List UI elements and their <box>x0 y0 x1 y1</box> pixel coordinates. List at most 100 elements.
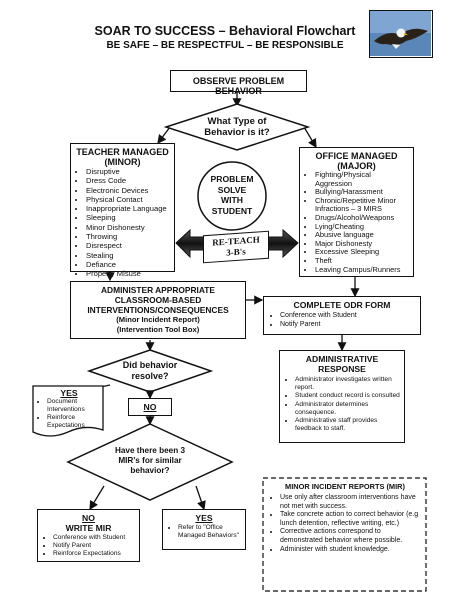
teacher-managed-box: TEACHER MANAGED (MINOR) Disruptive Dress… <box>70 143 175 278</box>
observe-label: OBSERVE PROBLEM BEHAVIOR <box>192 76 285 96</box>
resolve-line2: resolve? <box>131 371 169 381</box>
admin-title1: ADMINISTRATIVE <box>305 354 379 364</box>
list-item: Major Dishonesty <box>315 239 409 249</box>
mir-decision-text: Have there been 3 MIR's for similar beha… <box>90 446 210 476</box>
list-item: Minor Dishonesty <box>86 223 170 232</box>
list-item: Notify Parent <box>53 542 135 550</box>
yes-document: YES Document Interventions Reinforce Exp… <box>36 388 102 430</box>
no-write-mir-box: NO WRITE MIR Conference with Student Not… <box>37 509 140 562</box>
problem-solve-text: PROBLEM SOLVE WITH STUDENT <box>198 174 266 216</box>
list-item: Document Interventions <box>47 398 102 414</box>
list-item: Bullying/Harassment <box>315 188 409 197</box>
list-item: Disruptive <box>86 167 170 176</box>
type-decision-line1: What Type of <box>207 116 267 127</box>
list-item: Notify Parent <box>280 320 415 329</box>
list-item: Defiance <box>86 260 170 269</box>
list-item: Fighting/Physical Aggression <box>315 170 409 188</box>
teacher-title: TEACHER MANAGED <box>76 147 169 157</box>
list-item: Corrective actions correspond to demonst… <box>280 528 421 545</box>
office-managed-box: OFFICE MANAGED (MAJOR) Fighting/Physical… <box>299 147 414 277</box>
teacher-list: Disruptive Dress Code Electronic Devices… <box>75 167 170 279</box>
list-item: Electronic Devices <box>86 186 170 195</box>
circle-line4: STUDENT <box>211 205 253 216</box>
mir-info-list: Use only after classroom interventions h… <box>269 494 421 554</box>
arrow-mir-to-yes <box>195 485 206 511</box>
circle-line3: WITH <box>221 195 243 205</box>
list-item: Administrator determines consequence. <box>295 401 400 417</box>
list-item: Disrespect <box>86 241 170 250</box>
list-item: Administrative staff provides feedback t… <box>295 417 400 433</box>
list-item: Physical Contact <box>86 195 170 204</box>
list-item: Chronic/Repetitive Minor Infractions – 3… <box>315 196 409 214</box>
mir-line3: behavior? <box>130 466 170 475</box>
eagle-photo-icon <box>370 11 431 56</box>
page-title: SOAR TO SUCCESS – Behavioral Flowchart <box>94 24 356 38</box>
type-decision-text: What Type of Behavior is it? <box>186 116 288 138</box>
list-item: Throwing <box>86 232 170 241</box>
administer-line5: (Intervention Tool Box) <box>116 324 200 334</box>
list-item: Theft <box>315 256 409 266</box>
administer-text: ADMINISTER APPROPRIATE CLASSROOM-BASED I… <box>73 285 243 334</box>
arrow-type-to-teacher <box>157 126 171 145</box>
list-item: Sleeping <box>86 213 170 222</box>
list-item: Refer to "Office Managed Behaviors" <box>178 524 241 540</box>
odr-list: Conference with Student Notify Parent <box>269 311 415 329</box>
administer-line4: (Minor Incident Report) <box>116 315 200 324</box>
list-item: Inappropriate Language <box>86 204 170 213</box>
no-write-list: Conference with Student Notify Parent Re… <box>42 534 135 558</box>
list-item: Reinforce Expectations <box>47 414 102 430</box>
yes-refer-box: YES Refer to "Office Managed Behaviors" <box>162 509 246 550</box>
arrow-type-to-office <box>303 126 317 149</box>
observe-box: OBSERVE PROBLEM BEHAVIOR <box>170 70 307 96</box>
resolve-line1: Did behavior <box>122 360 178 370</box>
resolve-decision-text: Did behavior resolve? <box>100 360 200 382</box>
reteach-banner: RE-TEACH 3-B's <box>203 230 269 264</box>
list-item: Conference with Student <box>53 534 135 542</box>
list-item: Take concrete action to correct behavior… <box>280 511 421 528</box>
list-item: Excessive Sleeping <box>315 248 409 257</box>
list-item: Use only after classroom interventions h… <box>280 494 421 511</box>
list-item: Administer with student knowledge. <box>280 546 421 555</box>
mir-info-title: MINOR INCIDENT REPORTS (MIR) <box>285 482 405 491</box>
no-box: NO <box>128 398 172 416</box>
administer-line3: INTERVENTIONS/CONSEQUENCES <box>87 305 229 315</box>
mir-line2: MIR's for similar <box>118 456 182 465</box>
page-subtitle: BE SAFE – BE RESPECTFUL – BE RESPONSIBLE <box>106 40 344 51</box>
list-item: Stealing <box>86 251 170 260</box>
no-label: NO <box>143 402 157 412</box>
list-item: Abusive language <box>315 231 409 240</box>
administer-line1: ADMINISTER APPROPRIATE <box>101 285 215 295</box>
list-item: Administrator investigates written repor… <box>295 376 400 392</box>
list-item: Leaving Campus/Runners <box>315 265 409 275</box>
list-item: Lying/Cheating <box>315 222 409 232</box>
office-subtitle: (MAJOR) <box>337 161 376 171</box>
office-title: OFFICE MANAGED <box>315 151 398 161</box>
no-write-title1: NO <box>82 513 95 523</box>
list-item: Dress Code <box>86 176 170 185</box>
yes-doc-title: YES <box>60 388 78 398</box>
type-decision-diamond <box>163 103 311 151</box>
teacher-subtitle: (MINOR) <box>104 157 141 167</box>
yes-refer-list: Refer to "Office Managed Behaviors" <box>167 524 241 540</box>
mir-info-box: MINOR INCIDENT REPORTS (MIR) Use only af… <box>266 482 424 554</box>
yes-refer-title: YES <box>195 513 213 523</box>
arrow-mir-to-no <box>89 485 105 511</box>
list-item: Drugs/Alcohol/Weapons <box>315 213 409 223</box>
mir-line1: Have there been 3 <box>114 446 186 455</box>
administer-box: ADMINISTER APPROPRIATE CLASSROOM-BASED I… <box>70 281 246 339</box>
mir-info-box-border <box>262 477 427 592</box>
admin-title2: RESPONSE <box>318 364 366 374</box>
odr-title: COMPLETE ODR FORM <box>293 300 391 310</box>
yes-document-shape <box>32 385 104 437</box>
type-decision-line2: Behavior is it? <box>204 127 270 138</box>
eagle-logo <box>369 10 433 58</box>
admin-response-box: ADMINISTRATIVE RESPONSE Administrator in… <box>279 350 405 443</box>
circle-line1: PROBLEM <box>210 174 254 184</box>
list-item: Property Misuse <box>86 269 170 278</box>
no-write-title2: WRITE MIR <box>65 523 112 533</box>
odr-box: COMPLETE ODR FORM Conference with Studen… <box>263 296 421 335</box>
administer-line2: CLASSROOM-BASED <box>114 295 202 305</box>
list-item: Conference with Student <box>280 311 415 320</box>
admin-list: Administrator investigates written repor… <box>284 376 400 433</box>
